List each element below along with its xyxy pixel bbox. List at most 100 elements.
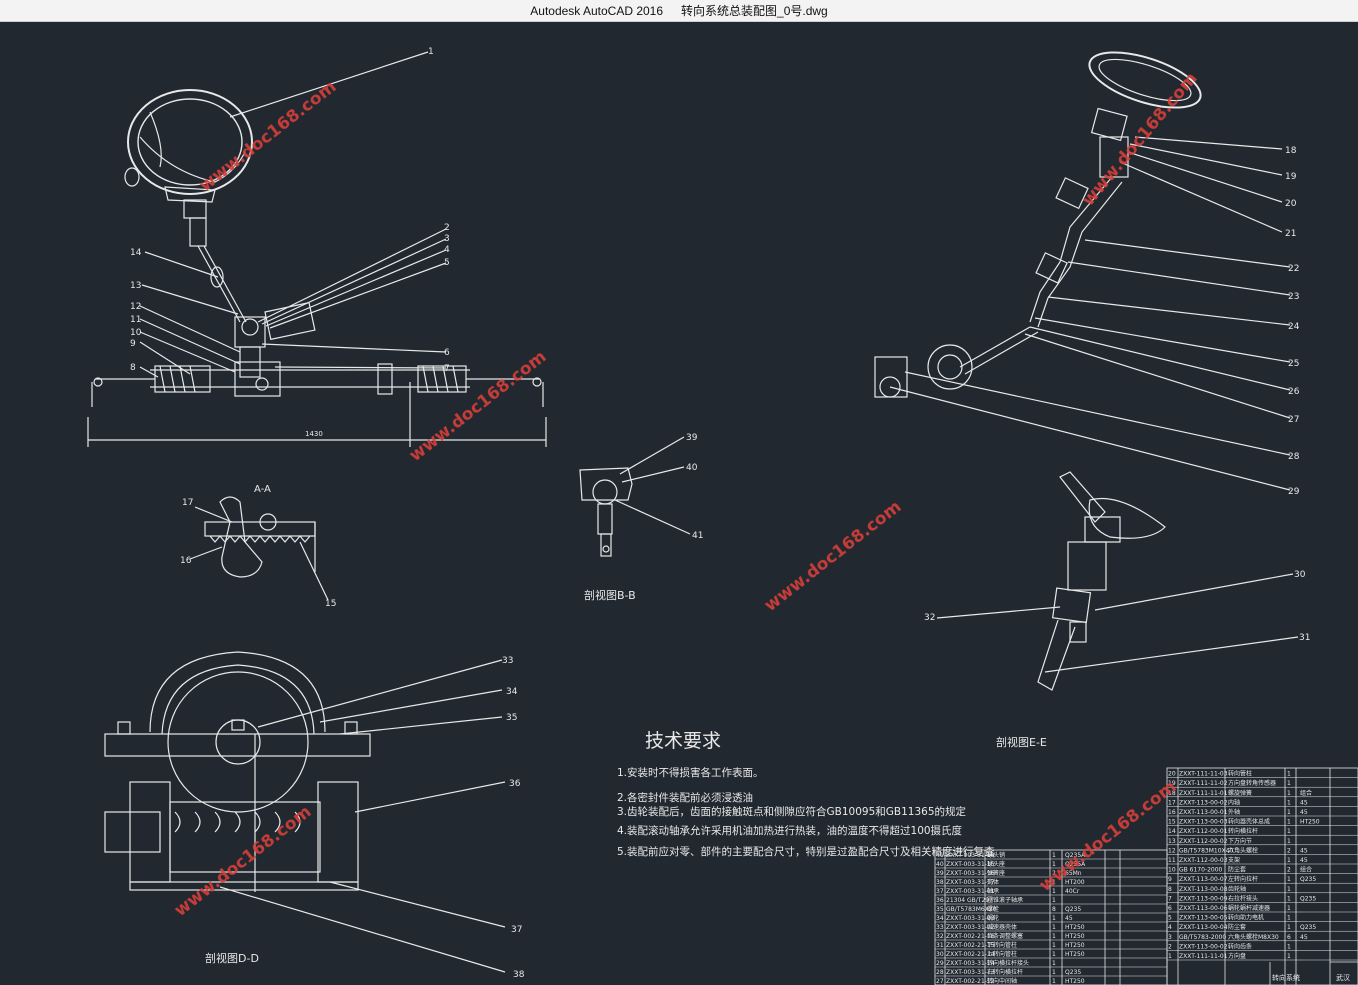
bom-cell-mat: 45 bbox=[1300, 799, 1308, 806]
bom-cell-name: 转向横拉杆 bbox=[1228, 827, 1258, 835]
bom-cell-qty: 2 bbox=[1287, 847, 1291, 854]
part-number-label: 9 bbox=[130, 339, 136, 349]
section-label-ee: 剖视图E-E bbox=[996, 735, 1047, 749]
bom-cell-no: 14 bbox=[1168, 828, 1176, 835]
bom-cell-code: ZXXT-113-00-03 bbox=[1179, 819, 1228, 826]
bom-cell-no: 35 bbox=[936, 906, 944, 913]
part-number-label: 24 bbox=[1288, 322, 1300, 332]
app-name: Autodesk AutoCAD 2016 bbox=[530, 3, 664, 18]
part-number-label: 12 bbox=[130, 302, 141, 312]
title-block-label-a: 转向系统 bbox=[1272, 973, 1300, 982]
bom-cell-mat: Q235A bbox=[1065, 852, 1086, 859]
bom-cell-no: 16 bbox=[1168, 809, 1176, 816]
bom-cell-qty: 2 bbox=[1052, 870, 1056, 877]
bom-cell-name: 圆锥滚子轴承 bbox=[987, 896, 1023, 904]
section-label-dd: 剖视图D-D bbox=[205, 951, 259, 965]
bom-cell-name: 减速器壳体 bbox=[987, 923, 1017, 931]
part-number-label: 19 bbox=[1285, 172, 1297, 182]
bom-cell-qty: 1 bbox=[1052, 888, 1056, 895]
part-number-label: 40 bbox=[686, 463, 698, 473]
tech-req-item-5: 5.装配前应对零、部件的主要配合尺寸，特别是过盈配合尺寸及相关精度进行复查 bbox=[617, 845, 995, 858]
tech-req-title: 技术要求 bbox=[645, 730, 721, 752]
bom-cell-no: 39 bbox=[936, 870, 944, 877]
part-number-label: 27 bbox=[1288, 415, 1299, 425]
bom-cell-code: ZXXT-112-00-03 bbox=[1179, 857, 1228, 864]
bom-cell-qty: 1 bbox=[1287, 895, 1291, 902]
bom-cell-no: 17 bbox=[1168, 799, 1176, 806]
bom-cell-qty: 1 bbox=[1052, 879, 1056, 886]
bom-cell-no: 13 bbox=[1168, 838, 1176, 845]
bom-cell-qty: 1 bbox=[1052, 897, 1056, 904]
bom-cell-name: 蜗轮 bbox=[987, 914, 999, 922]
bom-cell-mat: HT250 bbox=[1065, 942, 1085, 949]
bom-cell-no: 15 bbox=[1168, 819, 1176, 826]
bom-cell-qty: 1 bbox=[1287, 799, 1291, 806]
column-side-view bbox=[874, 51, 1291, 491]
part-number-label: 14 bbox=[130, 248, 142, 258]
bom-cell-qty: 1 bbox=[1052, 852, 1056, 859]
bom-cell-qty: 8 bbox=[1052, 906, 1056, 913]
part-number-label: 3 bbox=[444, 234, 450, 244]
bom-cell-qty: 1 bbox=[1287, 809, 1291, 816]
bom-cell-code: ZXXT-113-00-07 bbox=[1179, 876, 1228, 883]
bom-cell-code: ZXXT-003-31-18 bbox=[946, 852, 995, 859]
part-number-label: 16 bbox=[180, 556, 192, 566]
bom-cell-name: 转向助力电机 bbox=[1228, 914, 1264, 922]
part-number-label: 6 bbox=[444, 348, 450, 358]
bom-cell-code: ZXXT-113-00-04 bbox=[1179, 924, 1228, 931]
window-titlebar: Autodesk AutoCAD 2016 转向系统总装配图_0号.dwg bbox=[0, 0, 1358, 22]
part-number-label: 38 bbox=[513, 970, 525, 980]
bom-cell-mat: HT250 bbox=[1065, 951, 1085, 958]
bom-cell-code: ZXXT-003-31-14 bbox=[946, 960, 995, 967]
part-number-label: 30 bbox=[1294, 570, 1306, 580]
bom-cell-qty: 1 bbox=[1287, 943, 1291, 950]
bom-cell-code: ZXXT-113-00-06 bbox=[1179, 905, 1228, 912]
bom-cell-name: 螺旋弹簧 bbox=[1228, 789, 1252, 797]
bom-cell-code: ZXXT-112-00-02 bbox=[1179, 838, 1228, 845]
tech-req-item-2: 2.各密封件装配前必须浸透油 bbox=[617, 791, 753, 804]
bom-cell-name: 防尘套 bbox=[1228, 866, 1246, 874]
part-number-label: 10 bbox=[130, 328, 142, 338]
bom-cell-mat: 40Cr bbox=[1065, 888, 1080, 895]
bom-cell-name: 轴承 bbox=[987, 887, 999, 895]
part-number-label: 2 bbox=[444, 223, 450, 233]
part-number-label: 23 bbox=[1288, 292, 1299, 302]
section-label-bb: 剖视图B-B bbox=[584, 588, 636, 602]
bom-cell-qty: 1 bbox=[1052, 960, 1056, 967]
dimension-overall-length: 1430 bbox=[305, 430, 323, 438]
bom-cell-no: 1 bbox=[1168, 953, 1172, 960]
bom-cell-mat: 45 bbox=[1300, 857, 1308, 864]
part-number-label: 21 bbox=[1285, 229, 1296, 239]
part-number-label: 4 bbox=[444, 245, 450, 255]
bom-cell-no: 18 bbox=[1168, 790, 1176, 797]
bom-cell-no: 3 bbox=[1168, 934, 1172, 941]
bom-cell-name: 转向器壳体总成 bbox=[1228, 818, 1270, 826]
bom-cell-name: 转向齿条 bbox=[1228, 942, 1252, 950]
title-block-label-b: 武汉 bbox=[1336, 973, 1350, 982]
bom-cell-no: 7 bbox=[1168, 895, 1172, 902]
bom-cell-no: 36 bbox=[936, 897, 944, 904]
drawing-geometry bbox=[87, 51, 1358, 985]
part-number-label: 15 bbox=[325, 599, 336, 609]
bom-cell-name: 转向横拉杆接头 bbox=[987, 959, 1029, 967]
bom-cell-mat: HT250 bbox=[1065, 924, 1085, 931]
bom-cell-code: ZXXT-002-21-12 bbox=[946, 978, 995, 985]
bom-cell-mat: 组合 bbox=[1300, 789, 1312, 797]
part-number-label: 35 bbox=[506, 713, 517, 723]
bom-cell-mat: Q235 bbox=[1300, 924, 1316, 931]
bom-cell-name: 球头销 bbox=[987, 851, 1005, 859]
bom-cell-mat: Q235 bbox=[1065, 906, 1081, 913]
part-number-label: 26 bbox=[1288, 387, 1300, 397]
bom-cell-mat: Q235 bbox=[1300, 895, 1316, 902]
part-number-label: 7 bbox=[444, 364, 450, 374]
bom-cell-qty: 6 bbox=[1287, 934, 1291, 941]
bom-cell-mat: HT250 bbox=[1300, 819, 1320, 826]
bom-cell-name: 防尘套 bbox=[1228, 923, 1246, 931]
part-number-label: 28 bbox=[1288, 452, 1300, 462]
main-assembly-view bbox=[87, 51, 547, 447]
tech-req-item-3: 3.齿轮装配后，齿面的接触斑点和侧隙应符合GB10095和GB11365的规定 bbox=[617, 805, 967, 818]
drawing-canvas[interactable]: A-A 剖视图B-B 剖视图D-D 剖视图E-E 1430 技术要求 1.安装时… bbox=[0, 22, 1358, 985]
bom-cell-no: 29 bbox=[936, 960, 944, 967]
bom-cell-name: 壳体 bbox=[987, 878, 999, 886]
drawing-svg[interactable]: A-A 剖视图B-B 剖视图D-D 剖视图E-E 1430 技术要求 1.安装时… bbox=[0, 22, 1358, 985]
